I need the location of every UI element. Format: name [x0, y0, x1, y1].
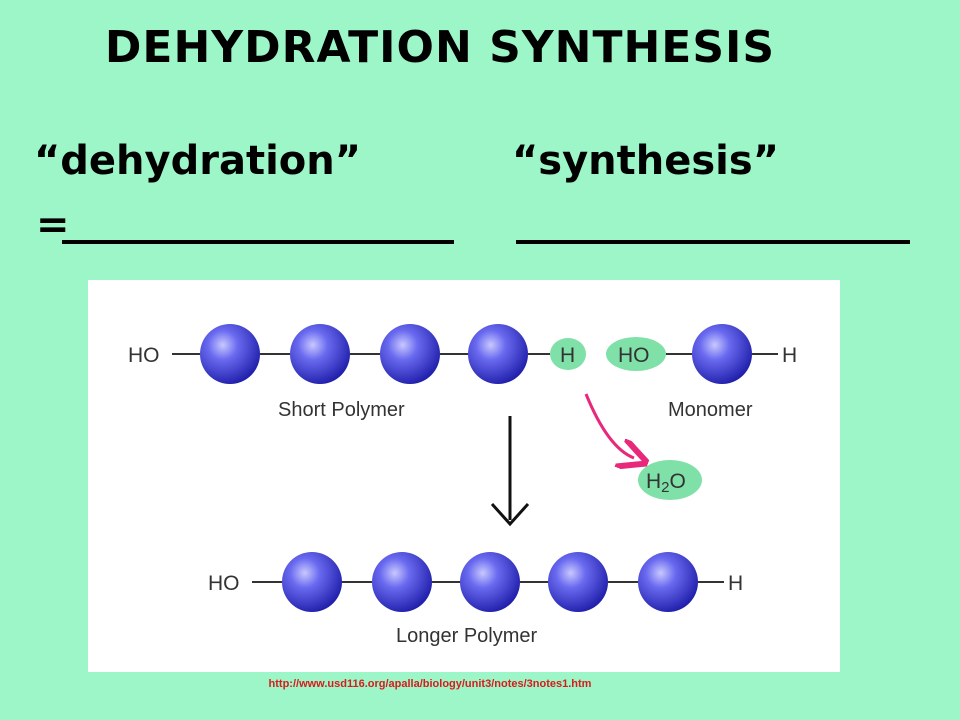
longer-polymer-h-label: H — [728, 572, 743, 595]
term-synthesis: “synthesis” — [512, 138, 779, 184]
monomer-sphere — [692, 324, 752, 384]
fill-in-blank-line-2 — [516, 240, 910, 244]
longer-polymer-ho-label: HO — [208, 572, 240, 595]
monomer-sphere — [548, 552, 608, 612]
monomer-sphere — [290, 324, 350, 384]
monomer-sphere — [200, 324, 260, 384]
reaction-arrow-head — [490, 502, 530, 527]
slide-title: DEHYDRATION SYNTHESIS — [104, 22, 776, 73]
monomer-sphere — [380, 324, 440, 384]
short-polymer-ho-label: HO — [128, 344, 160, 367]
monomer-h-label: H — [782, 344, 797, 367]
source-link[interactable]: http://www.usd116.org/apalla/biology/uni… — [268, 678, 592, 690]
dehydration-diagram: HO H Short Polymer HO H Monomer H2O HO — [128, 324, 797, 647]
monomer-sphere — [460, 552, 520, 612]
diagram-panel: HO H Short Polymer HO H Monomer H2O HO — [88, 280, 840, 672]
longer-polymer-caption: Longer Polymer — [396, 625, 538, 647]
monomer-sphere — [372, 552, 432, 612]
monomer-sphere — [638, 552, 698, 612]
ho-highlight — [606, 337, 666, 371]
fill-in-blank-line-1 — [62, 240, 454, 244]
short-polymer-caption: Short Polymer — [278, 399, 405, 421]
term-dehydration: “dehydration” — [34, 138, 362, 184]
water-label: H2O — [646, 470, 686, 496]
monomer-caption: Monomer — [668, 399, 753, 421]
water-highlight — [638, 460, 702, 500]
short-polymer-h-label: H — [560, 344, 575, 367]
monomer-ho-label: HO — [618, 344, 650, 367]
monomer-sphere — [468, 324, 528, 384]
h-highlight — [550, 338, 586, 370]
monomer-sphere — [282, 552, 342, 612]
water-release-arrow — [584, 393, 634, 458]
